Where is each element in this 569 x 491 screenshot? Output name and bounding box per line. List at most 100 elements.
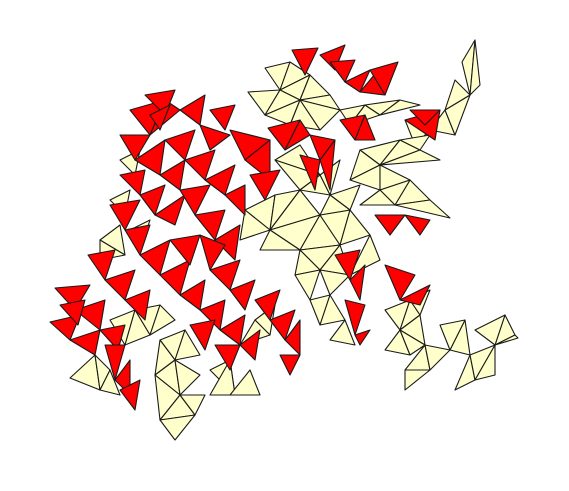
red-triangle	[184, 149, 216, 181]
red-triangle	[239, 329, 261, 361]
red-triangle	[149, 104, 171, 131]
red-triangle	[54, 284, 91, 311]
red-triangle	[354, 329, 371, 346]
cream-triangle	[239, 209, 271, 241]
red-triangle	[284, 119, 311, 151]
red-triangle	[199, 124, 231, 151]
red-triangle	[119, 134, 151, 161]
red-triangle	[104, 344, 126, 381]
cream-triangle	[229, 369, 261, 396]
red-triangle	[139, 184, 166, 216]
red-triangle	[109, 199, 141, 231]
red-triangle	[244, 139, 271, 181]
red-triangle	[59, 299, 86, 326]
cream-triangle	[439, 319, 466, 351]
cream-triangle	[379, 99, 421, 116]
red-triangle	[154, 194, 186, 226]
red-triangle	[139, 239, 171, 276]
red-triangle	[119, 379, 141, 411]
cream-triangle	[399, 329, 426, 356]
red-triangle	[159, 259, 191, 296]
cream-triangle	[179, 394, 206, 416]
red-triangle	[219, 314, 246, 346]
red-triangle	[199, 299, 226, 331]
cream-triangle	[259, 229, 301, 251]
cream-triangle	[379, 149, 441, 166]
red-triangle	[229, 279, 256, 311]
red-triangle	[299, 154, 321, 191]
red-triangle	[69, 329, 101, 356]
red-triangle	[374, 214, 406, 236]
red-triangles-layer	[49, 44, 441, 411]
red-triangle	[134, 139, 166, 176]
cream-triangle	[124, 309, 151, 346]
red-triangle	[99, 324, 126, 351]
red-triangle	[344, 299, 366, 336]
red-triangle	[209, 104, 236, 131]
cream-triangle	[99, 369, 121, 396]
red-triangle	[249, 169, 281, 201]
cream-triangle	[319, 294, 346, 326]
red-triangle	[269, 309, 296, 341]
cream-triangle	[174, 359, 201, 396]
red-triangle	[199, 234, 226, 271]
red-triangle	[159, 159, 186, 191]
red-triangle	[179, 184, 211, 216]
cream-triangle	[329, 319, 356, 346]
cream-triangle	[469, 39, 481, 96]
red-triangle	[399, 284, 431, 306]
red-triangle	[214, 344, 241, 371]
cream-triangle	[474, 314, 506, 346]
cream-triangle	[424, 344, 451, 371]
red-triangle	[349, 264, 366, 301]
red-triangle	[124, 289, 151, 321]
red-triangle	[209, 259, 241, 291]
red-triangle	[254, 289, 281, 321]
red-triangle	[369, 61, 399, 96]
red-triangle	[189, 319, 216, 351]
red-triangle	[114, 359, 131, 396]
red-triangle	[164, 129, 196, 161]
cream-triangle	[404, 369, 431, 391]
cream-triangle	[474, 344, 496, 381]
red-triangle	[279, 354, 301, 376]
red-triangle	[291, 47, 319, 76]
cream-triangle	[174, 329, 201, 361]
cream-triangles-layer	[69, 39, 519, 441]
cream-triangle	[444, 79, 471, 111]
red-triangle	[124, 224, 151, 256]
red-triangle	[319, 44, 346, 71]
red-triangle	[329, 59, 356, 83]
red-triangle	[169, 234, 201, 266]
red-triangle	[404, 214, 431, 236]
red-triangle	[179, 94, 206, 126]
red-triangle	[284, 319, 301, 356]
cream-triangle	[339, 209, 371, 246]
cream-triangle	[359, 189, 396, 206]
cream-triangle	[394, 199, 451, 219]
red-triangle	[384, 264, 416, 301]
red-triangle	[354, 114, 376, 141]
cream-triangle	[319, 194, 351, 216]
red-triangle	[49, 314, 81, 341]
cream-triangle	[294, 269, 321, 301]
red-triangle	[344, 69, 371, 93]
red-triangle	[204, 164, 236, 196]
red-triangle	[194, 209, 226, 241]
cream-triangle	[319, 269, 351, 296]
cream-triangle	[399, 134, 431, 151]
red-triangle	[214, 224, 241, 261]
red-triangle	[334, 249, 361, 281]
red-triangle	[409, 109, 441, 126]
cream-triangle	[494, 334, 519, 346]
red-triangle	[319, 139, 336, 191]
cream-triangle	[149, 304, 176, 336]
red-triangle	[119, 169, 146, 196]
red-triangle	[179, 279, 206, 311]
red-triangle	[224, 184, 246, 216]
cream-triangle	[159, 414, 196, 441]
red-triangle	[104, 269, 136, 301]
red-triangle	[87, 249, 116, 281]
